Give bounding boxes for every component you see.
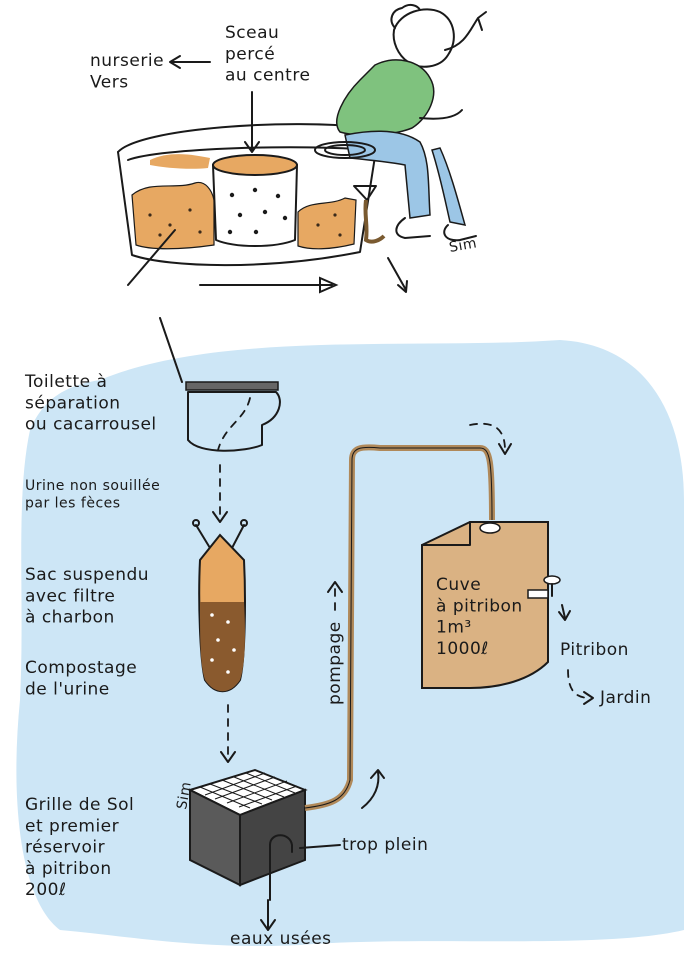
label-trop-plein: trop plein (342, 835, 428, 855)
jeans (345, 131, 430, 218)
shirt (337, 60, 434, 135)
label-jardin: Jardin (599, 688, 651, 708)
compost-fill (132, 182, 214, 248)
label-eaux-usees: eaux usées (230, 929, 332, 949)
top-signature: Sim (448, 235, 478, 256)
label-pitribon: Pitribon (560, 640, 629, 660)
label-pompage: pompage (325, 621, 345, 705)
bucket-top (213, 155, 297, 175)
